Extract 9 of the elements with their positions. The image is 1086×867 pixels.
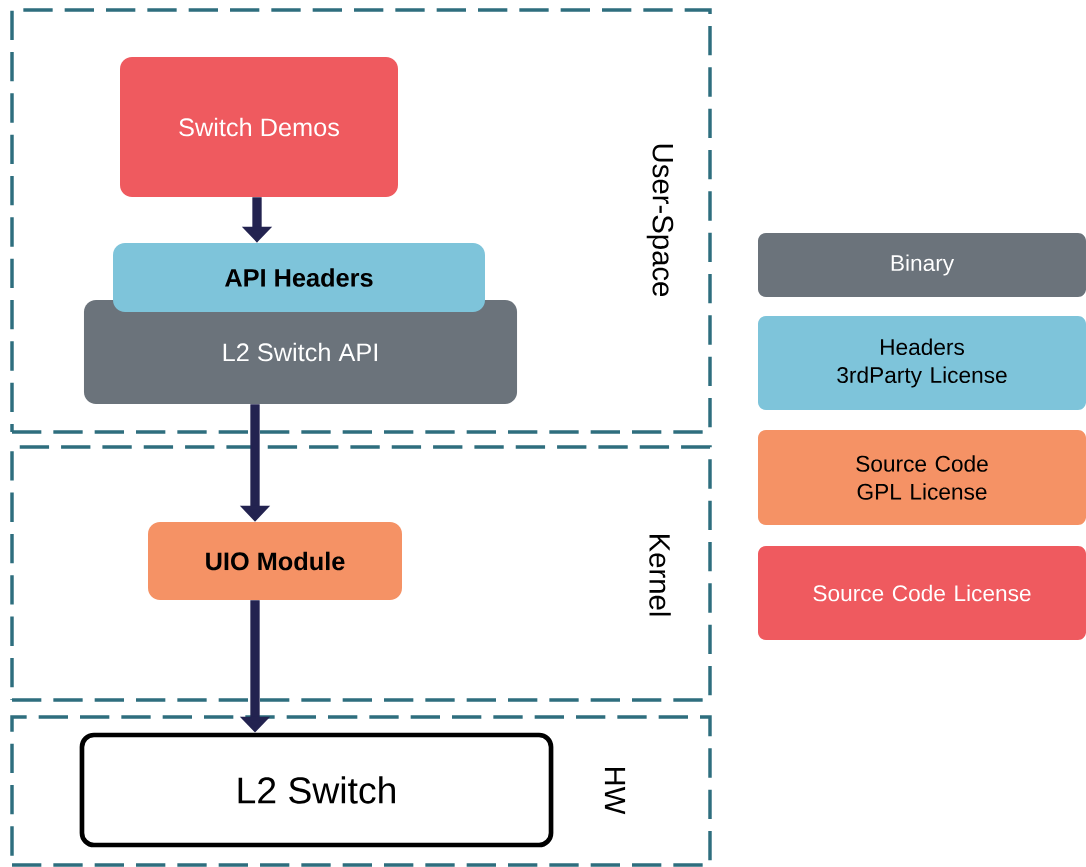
process-box: API Headers	[113, 242, 485, 313]
process-box: Switch Demos	[120, 57, 398, 197]
legend-item: Source Code License	[758, 546, 1086, 640]
legend-item: Headers 3rdParty License	[758, 316, 1086, 410]
process-box: L2 Switch API	[84, 300, 518, 404]
legend-item: Source Code GPL License	[758, 430, 1086, 525]
process-box: L2 Switch	[79, 732, 554, 848]
process-box: UIO Module	[148, 522, 402, 600]
legend-item: Binary	[758, 233, 1086, 297]
